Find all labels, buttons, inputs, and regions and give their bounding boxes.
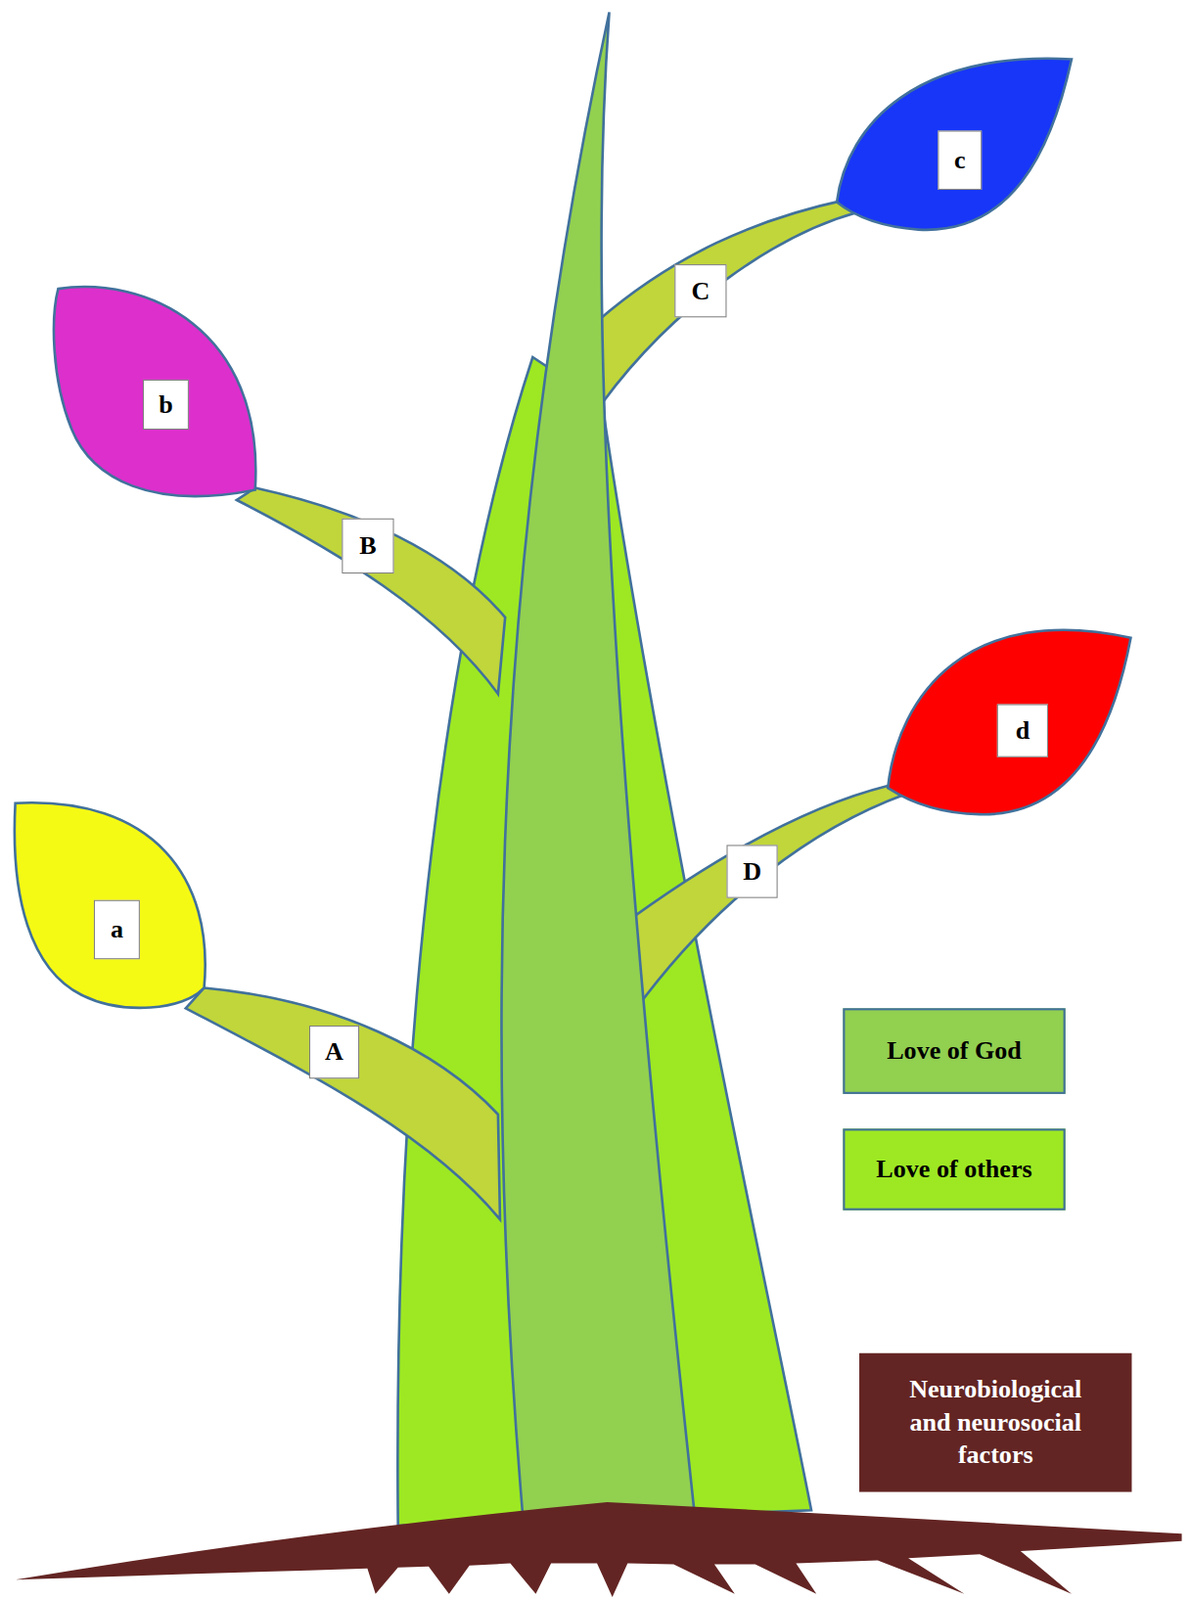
branch-letter: A [324,1038,344,1067]
leaf-outline [53,286,256,497]
leaf-label-box: c [937,130,982,189]
roots [15,1502,1183,1598]
leaf-letter: d [1015,716,1031,745]
legend-text: Love of God [886,1034,1022,1068]
legend-swatch: Neurobiological and neurosocial factors [859,1353,1132,1493]
branch-letter: C [690,276,710,306]
leaf-node: c [831,50,1079,239]
branch-label-box: D [726,844,778,898]
leaf-outline [14,802,206,1008]
leaf-label-box: a [93,900,140,960]
leaf-label-box: d [997,704,1049,758]
leaf-outline [887,630,1131,816]
branch [596,199,858,404]
branch [617,785,907,1021]
branch [236,487,505,694]
leaf-outline [836,58,1072,230]
leaf-label-box: b [142,379,189,430]
leaf-node: b [48,273,270,512]
branch-label-box: B [341,518,394,574]
branch-label-box: C [674,264,727,318]
leaf-letter: a [110,915,124,944]
branch-label-box: A [309,1025,360,1079]
legend-text: Neurobiological and neurosocial factors [889,1373,1101,1473]
branch [185,987,501,1220]
branch-letter: B [359,531,376,560]
branch-letter: D [742,857,762,886]
legend-swatch: Love of others [842,1128,1065,1210]
legend-swatch: Love of God [842,1007,1065,1095]
leaf-letter: c [954,145,966,175]
leaf-letter: b [158,390,174,419]
trunk-center [501,12,694,1513]
leaf-node: d [883,606,1136,820]
leaf-node: a [7,793,213,1016]
legend-text: Love of others [875,1152,1032,1187]
